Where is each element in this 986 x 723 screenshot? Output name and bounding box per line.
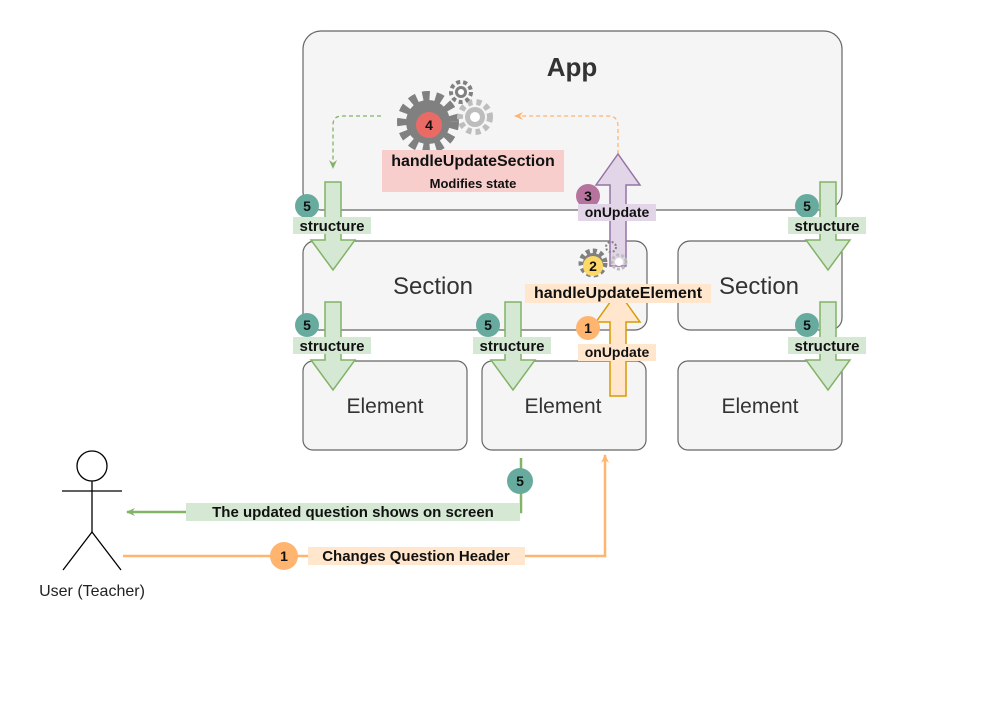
handler-name: handleUpdateSection: [391, 153, 555, 170]
structure-text: structure: [299, 218, 364, 235]
step-number: 2: [589, 258, 597, 274]
step-number: 1: [280, 548, 288, 564]
handler-note: Modifies state: [430, 176, 517, 191]
handle-update-section-label: handleUpdateSection Modifies state: [382, 150, 564, 192]
structure-text: structure: [794, 218, 859, 235]
step-number: 5: [303, 317, 311, 333]
section-title-left: Section: [393, 273, 473, 300]
element-box-3: Element: [677, 360, 843, 451]
step-number: 5: [303, 198, 311, 214]
structure-text: structure: [794, 338, 859, 355]
app-title: App: [547, 52, 598, 82]
structure-label-1: 5 structure: [293, 194, 371, 235]
step-badge-5-result: 5: [507, 468, 533, 494]
section-title-right: Section: [719, 273, 799, 300]
section-box-left: Section: [302, 240, 648, 331]
gear-icon: [397, 80, 493, 153]
user-figure: [62, 450, 122, 571]
element-title-1: Element: [346, 395, 423, 418]
step-number: 4: [425, 117, 433, 133]
event-label: onUpdate: [585, 344, 650, 360]
step-badge-4: 4: [416, 112, 442, 138]
element-box-2: Element: [481, 360, 647, 451]
structure-label-4: 5 structure: [473, 313, 551, 355]
step-number: 5: [803, 198, 811, 214]
element-title-3: Element: [721, 395, 798, 418]
step-badge-2: 2: [583, 256, 603, 276]
onupdate-label-app: onUpdate: [578, 204, 656, 221]
event-label: onUpdate: [585, 204, 650, 220]
step-badge-1: 1: [576, 316, 600, 340]
user-label: User (Teacher): [39, 583, 145, 600]
step-badge-3: 3: [576, 184, 600, 208]
result-text: The updated question shows on screen: [212, 504, 494, 521]
onupdate-arrow-element: [594, 289, 642, 397]
structure-text: structure: [299, 338, 364, 355]
structure-label-2: 5 structure: [788, 194, 866, 235]
dashed-arrow-orange: [514, 112, 619, 154]
structure-text: structure: [479, 338, 544, 355]
result-label: The updated question shows on screen: [186, 503, 520, 521]
element-box-1: Element: [302, 360, 468, 451]
structure-label-3: 5 structure: [293, 313, 371, 355]
onupdate-label-section: onUpdate: [578, 344, 656, 361]
handle-update-element-label: handleUpdateElement: [525, 284, 711, 303]
step-number: 5: [803, 317, 811, 333]
step-number: 1: [584, 320, 592, 336]
structure-label-5: 5 structure: [788, 313, 866, 355]
action-label: Changes Question Header: [308, 547, 525, 565]
step-number: 5: [516, 473, 524, 489]
element-title-2: Element: [524, 395, 601, 418]
handler-name: handleUpdateElement: [534, 285, 703, 302]
step-number: 3: [584, 188, 592, 204]
action-text: Changes Question Header: [322, 548, 510, 565]
step-badge-1-action: 1: [270, 542, 298, 570]
step-number: 5: [484, 317, 492, 333]
